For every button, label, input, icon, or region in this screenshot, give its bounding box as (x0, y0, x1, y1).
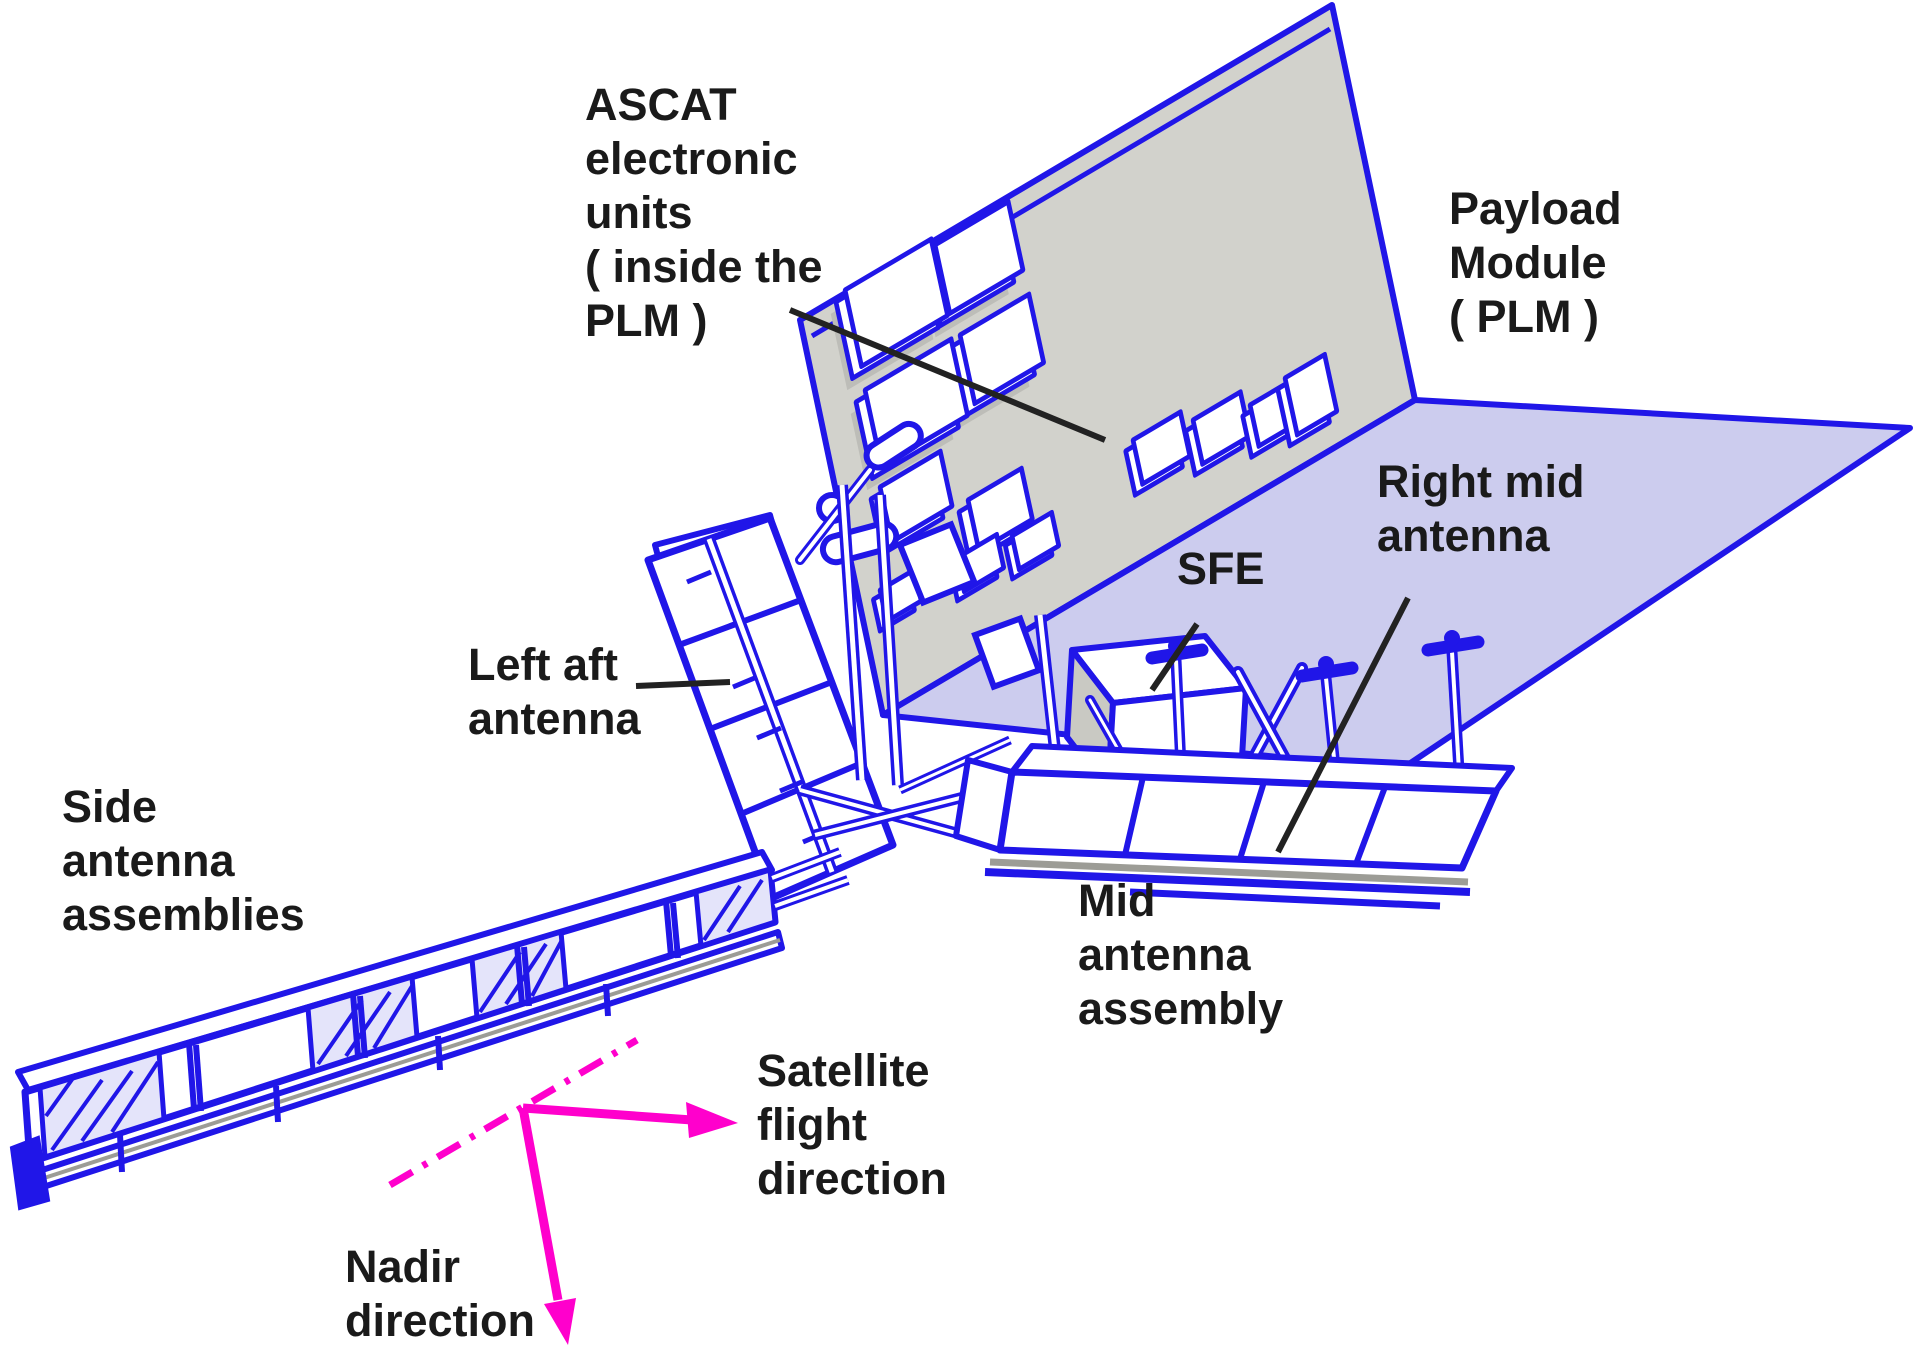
flight-direction-arrow (522, 1102, 738, 1138)
orbit-dashdot-line (388, 1036, 639, 1189)
nadir-direction-arrow (518, 1107, 576, 1345)
label-mid-antenna-assembly: Mid antenna assembly (1078, 875, 1284, 1034)
label-left-aft-antenna: Left aft antenna (468, 639, 641, 744)
label-side-antenna-assemblies: Side antenna assemblies (62, 781, 305, 940)
ascat-leader-line (788, 307, 1107, 443)
hub-structure (798, 420, 1066, 851)
left-aft-antenna-leader-line (635, 679, 731, 689)
sfe-leader-line (1149, 622, 1200, 692)
label-right-mid-antenna: Right mid antenna (1377, 456, 1585, 561)
side-antenna-assembly (9, 847, 850, 1211)
right-mid-antenna-leader-line (1275, 596, 1411, 854)
label-sfe: SFE (1177, 543, 1265, 594)
mid-antenna-assembly (953, 743, 1515, 910)
label-payload-module: Payload Module ( PLM ) (1449, 183, 1622, 342)
label-satellite-flight-direction: Satellite flight direction (757, 1045, 948, 1204)
label-ascat-electronic-units: ASCAT electronic units ( inside the PLM … (585, 79, 823, 346)
label-nadir-direction: Nadir direction (345, 1241, 536, 1346)
